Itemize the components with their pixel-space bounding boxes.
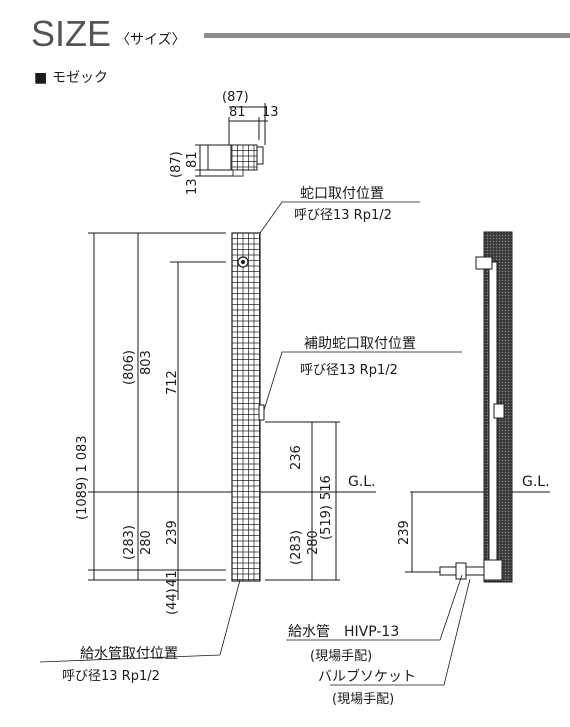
top-view-base — [232, 169, 244, 177]
aux-faucet-spec: 呼び径13 Rp1/2 — [300, 363, 398, 378]
dim-806: (806) — [122, 350, 137, 385]
gl-label-side: G.L. — [522, 474, 550, 490]
top-view-faucet — [256, 146, 264, 165]
faucet-leader — [259, 201, 420, 234]
pipe-title: 給水管 HIVP-13 — [288, 624, 399, 640]
dim-283: (283) — [122, 525, 137, 560]
supply-title: 給水管取付位置 — [80, 646, 178, 662]
dim-r-280: 280 — [306, 530, 321, 555]
page-title: SIZE — [31, 13, 111, 54]
gl-label-front: G.L. — [348, 474, 376, 490]
page-subtitle: 〈サイズ〉 — [116, 32, 186, 48]
top-view-tiles — [230, 144, 258, 171]
dim-top-width-13: 13 — [262, 105, 279, 120]
dim-44: (44) — [165, 588, 180, 615]
socket-title: バルブソケット — [318, 668, 416, 685]
pipe-leader — [286, 574, 463, 641]
aux-faucet-title: 補助蛇口取付位置 — [304, 336, 416, 352]
section-label: モゼック — [52, 70, 108, 86]
dim-239: 239 — [165, 520, 180, 545]
supply-leader — [39, 579, 241, 663]
dim-r-283: (283) — [289, 530, 304, 565]
dim-516: 516 — [319, 475, 334, 500]
dim-519: (519) — [319, 505, 334, 540]
dim-41: 41 — [165, 570, 180, 587]
aux-faucet-icon — [258, 404, 265, 421]
pipe-note: (現場手配) — [310, 649, 372, 664]
socket-leader — [330, 578, 471, 686]
side-view-dimension-lines — [405, 491, 550, 573]
section-marker: ■ — [34, 70, 47, 86]
dim-712: 712 — [165, 370, 180, 395]
dim-top-overall-height: (87) — [169, 151, 184, 178]
internal-pipe — [439, 256, 505, 581]
supply-spec: 呼び径13 Rp1/2 — [62, 669, 160, 684]
dim-total-height: (1089) 1 083 — [75, 435, 90, 520]
front-view-dimension-lines — [88, 232, 376, 600]
side-dim-239: 239 — [397, 520, 412, 545]
faucet-mount-center — [241, 260, 245, 264]
socket-note: (現場手配) — [332, 692, 394, 707]
dim-top-height-13: 13 — [185, 178, 200, 195]
aux-faucet-leader — [263, 351, 462, 411]
faucet-spec: 呼び径13 Rp1/2 — [294, 208, 392, 223]
faucet-title: 蛇口取付位置 — [300, 186, 384, 202]
dim-top-height-81: 81 — [185, 151, 200, 168]
dim-top-width-81: 81 — [229, 105, 246, 120]
dim-803: 803 — [139, 350, 154, 375]
dim-top-overall-width: (87) — [222, 90, 249, 105]
header-bar — [204, 33, 570, 38]
dim-236: 236 — [289, 445, 304, 470]
faucet-column — [231, 232, 261, 582]
dim-280: 280 — [139, 530, 154, 555]
